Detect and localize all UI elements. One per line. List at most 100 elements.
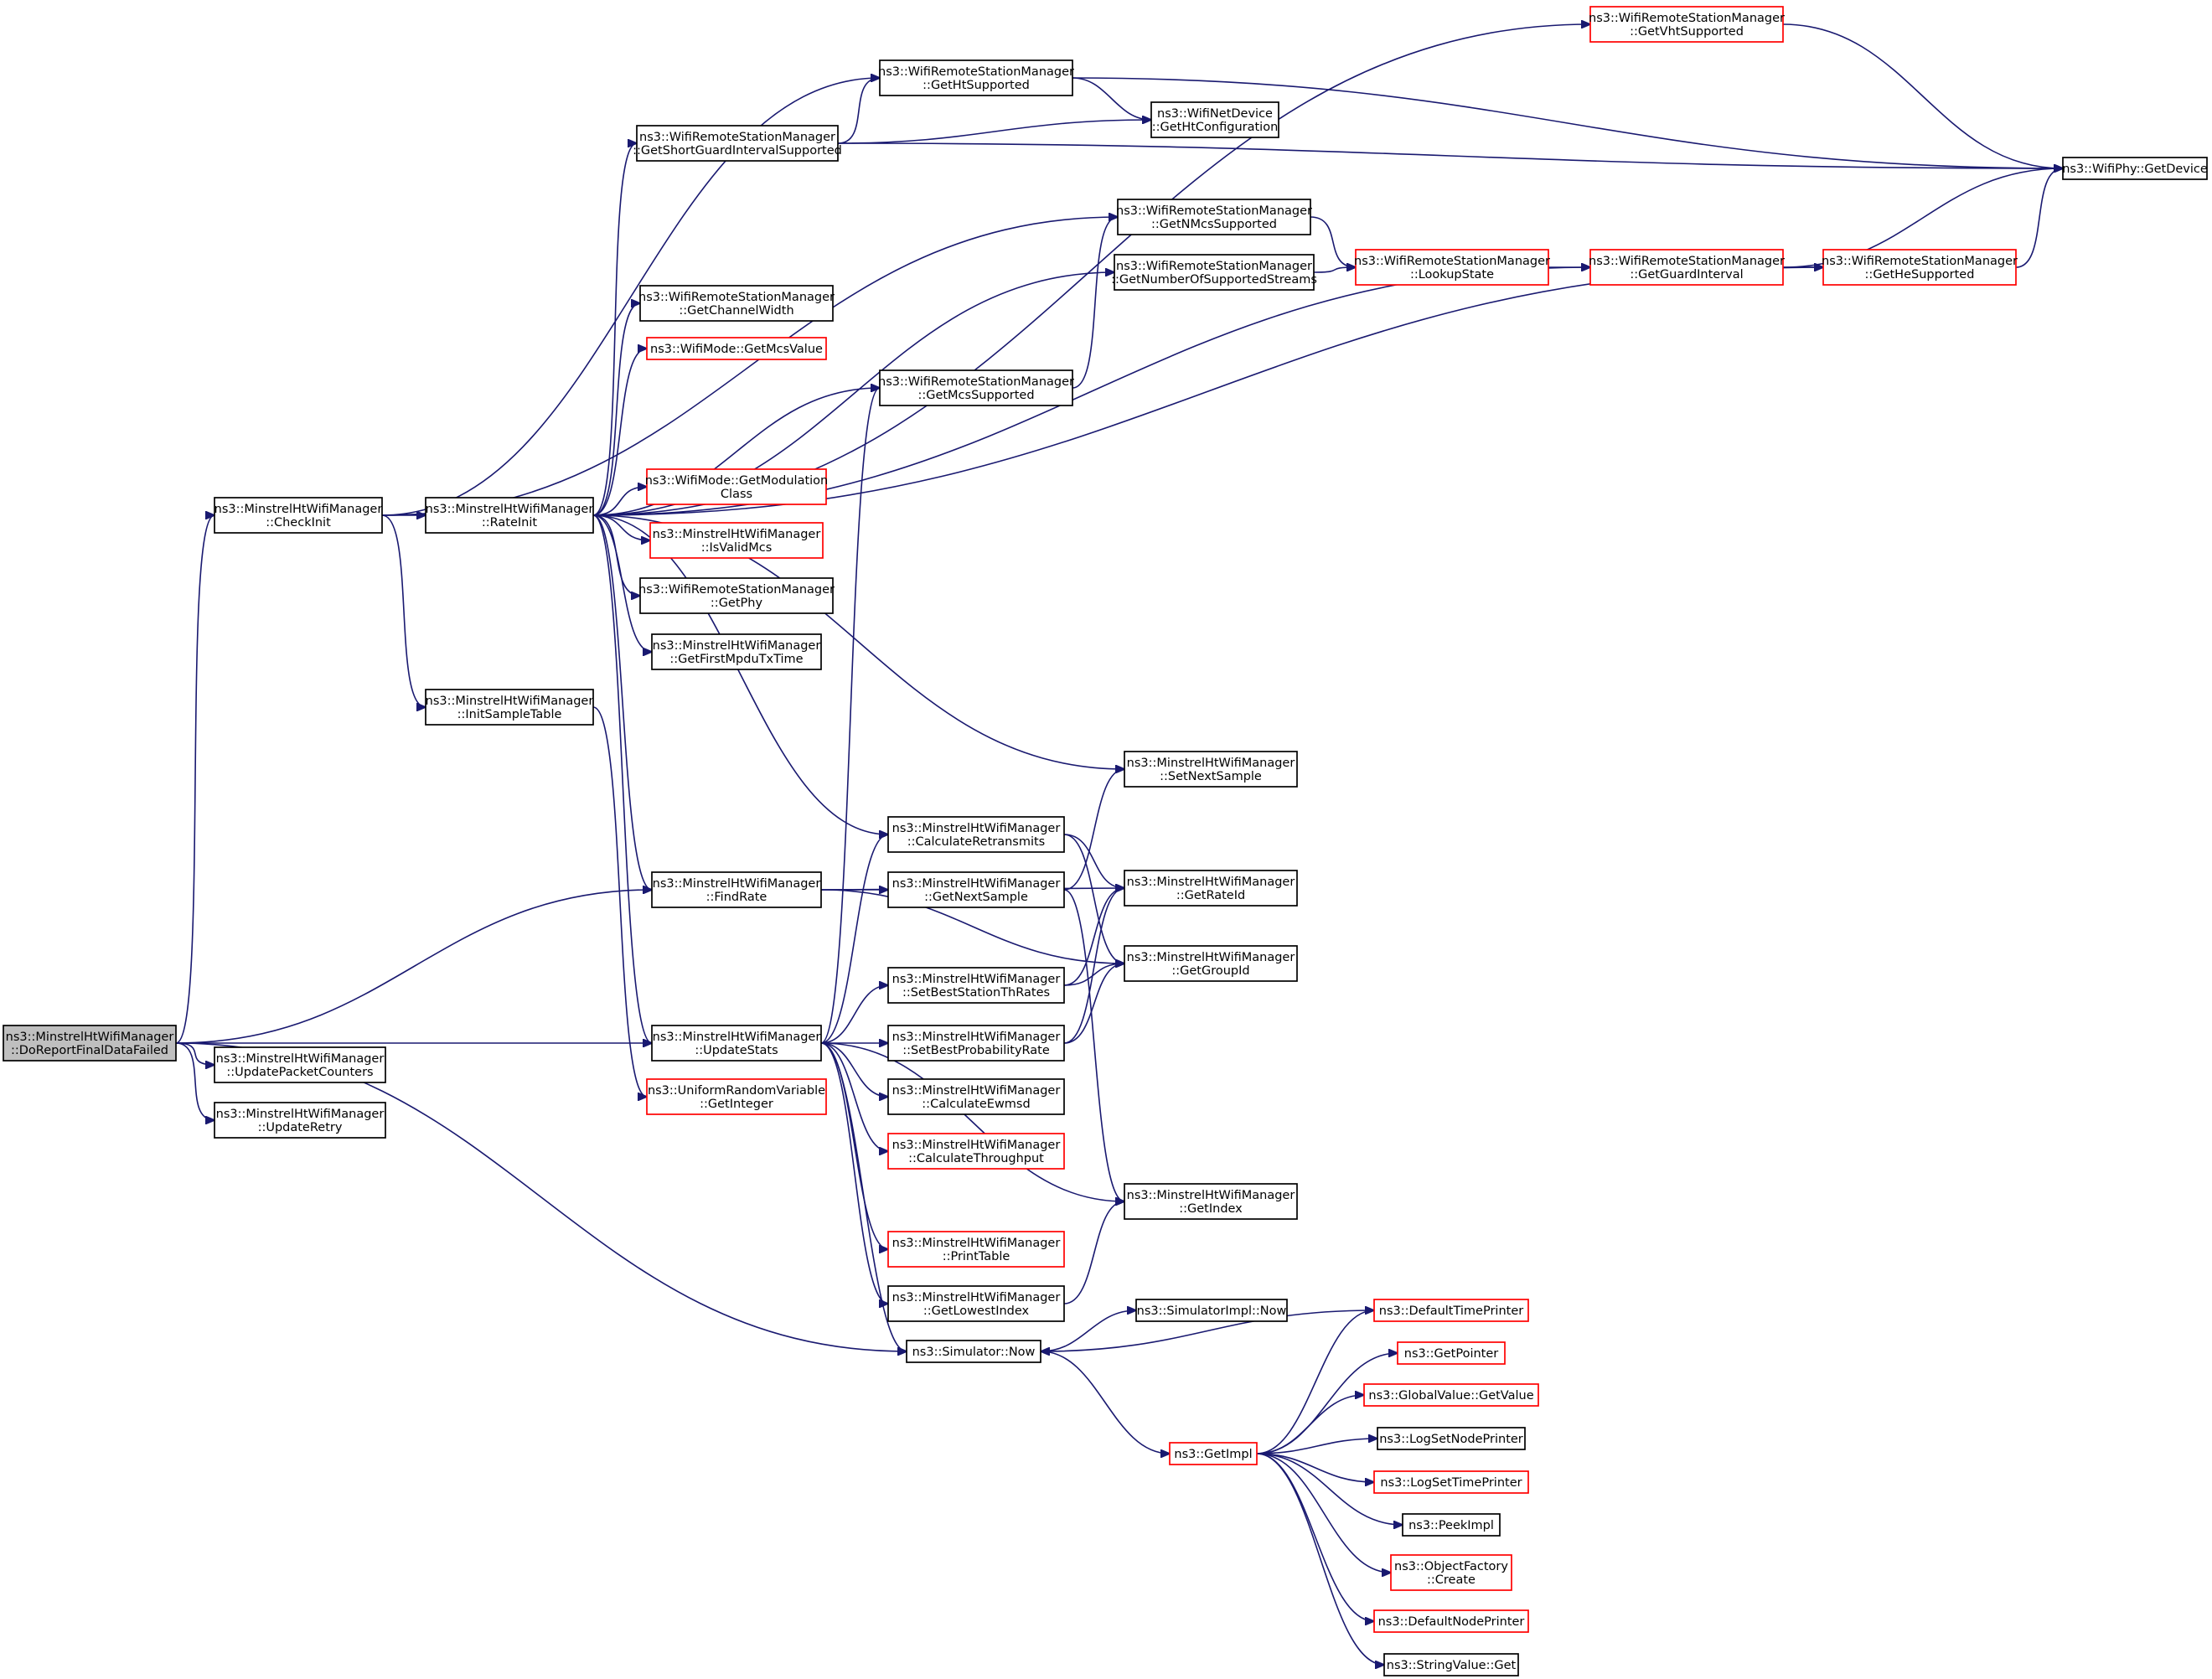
node-label-line: ns3::WifiMode::GetModulation [645,474,829,488]
node-label-line: ns3::MinstrelHtWifiManager [1127,876,1295,889]
node-box [1589,6,1784,43]
node-lowest[interactable]: ns3::MinstrelHtWifiManager::GetLowestInd… [887,1285,1065,1322]
node-htconf[interactable]: ns3::WifiNetDevice::GetHtConfiguration [1150,101,1279,138]
node-strget[interactable]: ns3::StringValue::Get [1383,1653,1519,1676]
node-box [1589,249,1784,286]
node-defnode[interactable]: ns3::DefaultNodePrinter [1373,1609,1529,1633]
node-label-line: ns3::MinstrelHtWifiManager [892,1237,1061,1250]
edge-calcretr-to-rateid [1063,834,1124,888]
node-findrate[interactable]: ns3::MinstrelHtWifiManager::FindRate [651,871,822,908]
node-getimpl[interactable]: ns3::GetImpl [1169,1442,1258,1465]
node-label-line: ns3::MinstrelHtWifiManager [892,877,1061,891]
edge-calcretr-to-groupid [1063,834,1124,963]
node-box [879,59,1073,96]
node-calcretr[interactable]: ns3::MinstrelHtWifiManager::CalculateRet… [887,816,1065,853]
node-printtable[interactable]: ns3::MinstrelHtWifiManager::PrintTable [887,1231,1065,1268]
node-label-line: ns3::WifiRemoteStationManager [1589,12,1785,25]
node-label-line: ns3::MinstrelHtWifiManager [1127,951,1295,964]
node-htsupp[interactable]: ns3::WifiRemoteStationManager::GetHtSupp… [878,59,1074,96]
node-objfact[interactable]: ns3::ObjectFactory::Create [1390,1554,1512,1591]
node-lognode[interactable]: ns3::LogSetNodePrinter [1377,1427,1526,1450]
node-label-line: ::CalculateEwmsd [922,1098,1030,1111]
node-logtime[interactable]: ns3::LogSetTimePrinter [1373,1470,1529,1494]
node-box [879,369,1073,406]
node-box [425,689,594,726]
edge-vht-to-device [1782,23,2063,168]
node-checkinit[interactable]: ns3::MinstrelHtWifiManager::CheckInit [214,497,383,534]
node-mcssupp[interactable]: ns3::WifiRemoteStationManager::GetMcsSup… [878,369,1074,406]
edge-getimpl-to-deftime [1256,1310,1374,1454]
node-pointer[interactable]: ns3::GetPointer [1397,1341,1506,1365]
node-box [887,1025,1065,1062]
edge-rateinit-to-updstats [592,514,652,1043]
node-groupid[interactable]: ns3::MinstrelHtWifiManager::GetGroupId [1124,945,1298,982]
node-label-line: ::GetHtSupported [923,79,1030,92]
node-label-line: ::SetNextSample [1160,770,1262,783]
node-uniform[interactable]: ns3::UniformRandomVariable::GetInteger [646,1078,827,1115]
node-implnow[interactable]: ns3::SimulatorImpl::Now [1135,1299,1288,1322]
edge-he-to-device [2015,168,2063,268]
node-label-line: ns3::MinstrelHtWifiManager [216,1108,385,1121]
node-chwidth[interactable]: ns3::WifiRemoteStationManager::GetChanne… [638,285,835,322]
node-peek[interactable]: ns3::PeekImpl [1402,1513,1501,1537]
node-rateid[interactable]: ns3::MinstrelHtWifiManager::GetRateId [1124,870,1298,907]
edge-getimpl-to-objfact [1256,1453,1391,1573]
node-rateinit[interactable]: ns3::MinstrelHtWifiManager::RateInit [425,497,594,534]
node-label-line: ns3::WifiRemoteStationManager [878,375,1074,389]
node-globalval[interactable]: ns3::GlobalValue::GetValue [1363,1383,1539,1407]
node-label-line: ns3::WifiRemoteStationManager [1116,204,1312,218]
node-label-line: ::IsValidMcs [701,541,773,555]
node-guard[interactable]: ns3::WifiRemoteStationManager::GetGuardI… [1589,249,1785,286]
node-simnow[interactable]: ns3::Simulator::Now [906,1340,1041,1363]
node-box [1117,199,1311,235]
edge-getimpl-to-strget [1256,1453,1384,1665]
node-nmcs[interactable]: ns3::WifiRemoteStationManager::GetNMcsSu… [1116,199,1312,235]
node-throughput[interactable]: ns3::MinstrelHtWifiManager::CalculateThr… [887,1133,1065,1170]
edge-shortgi-to-htconf [837,120,1151,144]
node-box [1124,945,1298,982]
node-initsample[interactable]: ns3::MinstrelHtWifiManager::InitSampleTa… [425,689,594,726]
node-root[interactable]: ns3::MinstrelHtWifiManager::DoReportFina… [3,1025,177,1062]
node-setnext[interactable]: ns3::MinstrelHtWifiManager::SetNextSampl… [1124,751,1298,788]
node-device[interactable]: ns3::WifiPhy::GetDevice [2062,157,2208,180]
node-getphy[interactable]: ns3::WifiRemoteStationManager::GetPhy [638,577,835,614]
node-box [887,816,1065,853]
edge-updstats-to-beststation [820,985,888,1044]
node-vht[interactable]: ns3::WifiRemoteStationManager::GetVhtSup… [1589,6,1785,43]
node-isvalidmcs[interactable]: ns3::MinstrelHtWifiManager::IsValidMcs [649,522,824,559]
edge-bestprob-to-rateid [1063,888,1124,1044]
node-nstreams[interactable]: ns3::WifiRemoteStationManager::GetNumber… [1111,254,1317,291]
node-he[interactable]: ns3::WifiRemoteStationManager::GetHeSupp… [1822,249,2018,286]
node-label-line: ::GetChannelWidth [679,304,793,318]
node-shortgi[interactable]: ns3::WifiRemoteStationManager::GetShortG… [633,125,842,162]
node-box [906,1340,1041,1363]
node-beststation[interactable]: ns3::MinstrelHtWifiManager::SetBestStati… [887,967,1065,1004]
node-getindex[interactable]: ns3::MinstrelHtWifiManager::GetIndex [1124,1183,1298,1220]
node-label-line: ::GetLowestIndex [923,1304,1030,1318]
node-updpkt[interactable]: ns3::MinstrelHtWifiManager::UpdatePacket… [214,1046,386,1083]
node-firstmpdu[interactable]: ns3::MinstrelHtWifiManager::GetFirstMpdu… [651,633,822,670]
edge-simnow-to-implnow [1040,1310,1136,1352]
node-box [1124,1183,1298,1220]
node-updstats[interactable]: ns3::MinstrelHtWifiManager::UpdateStats [651,1025,822,1062]
node-box [887,1285,1065,1322]
node-box [1114,254,1315,291]
node-label-line: ::GetNMcsSupported [1151,218,1277,231]
node-label-line: ns3::SimulatorImpl::Now [1137,1304,1287,1318]
node-ewmsd[interactable]: ns3::MinstrelHtWifiManager::CalculateEwm… [887,1078,1065,1115]
node-nextsample[interactable]: ns3::MinstrelHtWifiManager::GetNextSampl… [887,871,1065,908]
node-deftime[interactable]: ns3::DefaultTimePrinter [1373,1299,1529,1322]
node-label-line: Class [721,488,752,501]
node-mcsvalue[interactable]: ns3::WifiMode::GetMcsValue [646,337,827,360]
node-bestprob[interactable]: ns3::MinstrelHtWifiManager::SetBestProba… [887,1025,1065,1062]
node-label-line: ns3::GlobalValue::GetValue [1368,1389,1533,1403]
node-lookup[interactable]: ns3::WifiRemoteStationManager::LookupSta… [1354,249,1550,286]
node-box [214,497,383,534]
node-label-line: ::SetBestStationThRates [902,986,1050,1000]
node-box [651,871,822,908]
node-box [636,125,839,162]
node-label-line: ns3::MinstrelHtWifiManager [892,1031,1061,1044]
node-updretry[interactable]: ns3::MinstrelHtWifiManager::UpdateRetry [214,1102,386,1139]
edge-rateinit-to-firstmpdu [592,514,652,652]
